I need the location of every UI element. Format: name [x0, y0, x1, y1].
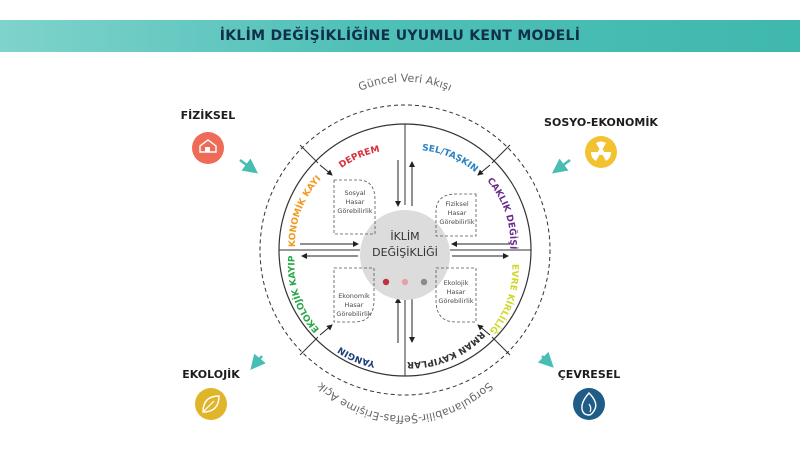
outer-dashed-ring: [259, 104, 551, 396]
ring-bottom-text: Sorgulanabilir-Şeffas-Erişime Açık: [314, 379, 495, 425]
fiziksel-line-2: Hasar: [448, 209, 467, 217]
ekonomik-line-2: Hasar: [345, 301, 364, 309]
sosyal-line-1: Sosyal: [344, 189, 365, 197]
page-title: İKLİM DEĞİŞİKLİĞİNE UYUMLU KENT MODELİ: [219, 28, 581, 44]
arrow-teal-top-right: [552, 158, 571, 174]
sosyal-line-3: Görebilirlik: [337, 207, 372, 215]
fire-icon: [573, 388, 605, 420]
sector-deprem: DEPREM: [337, 145, 380, 171]
ring-top-text: Güncel Veri Akışı: [357, 72, 454, 94]
ring-arrow: [319, 324, 333, 336]
center-dot: [382, 278, 390, 286]
ring-connector: [491, 144, 511, 164]
title-banner: İKLİM DEĞİŞİKLİĞİNE UYUMLU KENT MODELİ: [0, 20, 800, 52]
center-line-1: İKLİM: [390, 230, 419, 243]
arrow-teal-bottom-left: [250, 353, 266, 370]
leaf-icon: [195, 388, 227, 420]
sosyal-box: [333, 179, 376, 235]
ring-connector: [299, 336, 319, 356]
ring-arrow: [319, 164, 333, 176]
center-dot: [420, 278, 428, 286]
sector-ekolojik: EKOLOJİK KAYIP: [287, 255, 321, 334]
center-circle: [360, 210, 450, 300]
fiziksel-line-3: Görebilirlik: [439, 218, 474, 226]
ekolojik-line-2: Hasar: [447, 288, 466, 296]
center-line-2: DEĞİŞİKLİĞİ: [372, 246, 438, 259]
sector-ekonomik: EKONOMİK KAYIP: [0, 0, 323, 247]
ring-arrow: [477, 164, 491, 176]
house-icon: [192, 132, 224, 164]
sector-orman: ORMAN KAYIPLARI: [0, 0, 486, 369]
corner-label-sosyo: SOSYO-EKONOMİK: [544, 115, 658, 129]
hazard-icon: [585, 136, 617, 168]
corner-label-cevresel: ÇEVRESEL: [558, 368, 621, 381]
ekonomik-line-1: Ekonomik: [338, 292, 370, 300]
arrow-teal-top-left: [239, 158, 258, 174]
sector-yangin: YANGIN: [336, 344, 377, 369]
fiziksel-line-1: Fiziksel: [445, 200, 468, 208]
sector-sicaklik: SICAKLIK DEĞİŞİMİ: [0, 0, 519, 250]
arrow-teal-bottom-right: [537, 351, 554, 368]
ring-connector: [299, 144, 319, 164]
center-dot: [401, 278, 409, 286]
ekonomik-line-3: Görebilirlik: [336, 310, 371, 318]
ekolojik-line-3: Görebilirlik: [438, 297, 473, 305]
ekonomik-box: [333, 267, 375, 323]
fiziksel-box: [435, 193, 477, 237]
corner-label-fiziksel: FİZİKSEL: [181, 108, 236, 122]
sector-sel: SEL/TAŞKIN: [421, 143, 479, 175]
sosyal-line-2: Hasar: [346, 198, 365, 206]
ekolojik-line-1: Ekolojik: [444, 279, 469, 287]
ring-arrow: [477, 324, 491, 336]
ekolojik-box: [435, 267, 477, 323]
ring-connector: [491, 336, 511, 356]
corner-label-ekolojik: EKOLOJİK: [182, 367, 240, 381]
sector-cevre: ÇEVRE KİRLİLİĞİ: [0, 0, 519, 337]
